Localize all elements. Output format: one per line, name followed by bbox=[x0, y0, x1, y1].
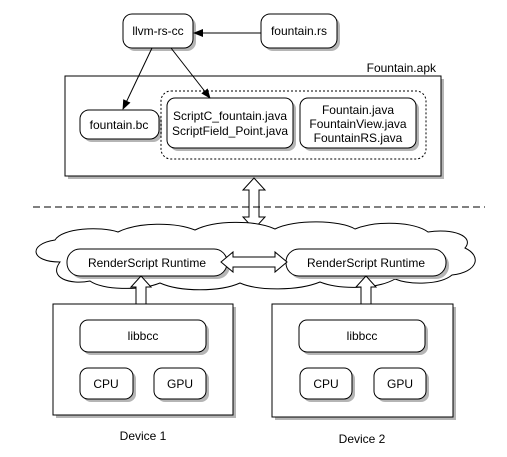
runtime-right-label: RenderScript Runtime bbox=[307, 256, 425, 270]
runtime-right-node: RenderScript Runtime bbox=[285, 248, 449, 279]
device-1: libbcc CPU GPU bbox=[52, 303, 236, 418]
libbcc-node: libbcc bbox=[298, 319, 428, 355]
runtime-left-node: RenderScript Runtime bbox=[66, 248, 230, 279]
gpu-node: GPU bbox=[373, 367, 429, 402]
runtime-sync-double-arrow bbox=[220, 250, 288, 274]
cpu-label: CPU bbox=[93, 377, 118, 391]
libbcc-label: libbcc bbox=[128, 329, 159, 343]
cpu-label: CPU bbox=[313, 377, 338, 391]
java-source-file: FountainRS.java bbox=[314, 131, 403, 145]
cpu-node: CPU bbox=[79, 367, 136, 402]
script-class-file: ScriptField_Point.java bbox=[172, 124, 288, 138]
device-2: libbcc CPU GPU bbox=[271, 303, 456, 420]
fountain-apk-package: Fountain.apk fountain.bc ScriptC_fountai… bbox=[64, 61, 444, 179]
apk-runtime-double-arrow bbox=[241, 177, 267, 230]
device-1-label: Device 1 bbox=[120, 429, 167, 443]
java-sources-node: Fountain.java FountainView.java Fountain… bbox=[299, 97, 419, 151]
llvm-rs-cc-node: llvm-rs-cc bbox=[122, 13, 196, 51]
fountain-bc-label: fountain.bc bbox=[90, 118, 149, 132]
fountain-bc-node: fountain.bc bbox=[79, 109, 162, 142]
llvm-rs-cc-label: llvm-rs-cc bbox=[132, 24, 183, 38]
gpu-label: GPU bbox=[167, 377, 193, 391]
cpu-node: CPU bbox=[299, 367, 355, 402]
fountain-rs-label: fountain.rs bbox=[271, 24, 327, 38]
gpu-node: GPU bbox=[153, 367, 209, 402]
generated-java-group bbox=[160, 90, 427, 160]
fountain-rs-node: fountain.rs bbox=[260, 13, 340, 51]
runtime-left-label: RenderScript Runtime bbox=[88, 256, 206, 270]
arrow-compiler-to-script-classes bbox=[170, 47, 211, 99]
arrow-compiler-to-bc bbox=[122, 47, 153, 110]
gpu-label: GPU bbox=[387, 377, 413, 391]
script-classes-node: ScriptC_fountain.java ScriptField_Point.… bbox=[166, 97, 296, 151]
fountain-apk-label: Fountain.apk bbox=[367, 61, 437, 75]
libbcc-label: libbcc bbox=[347, 329, 378, 343]
java-source-file: FountainView.java bbox=[309, 117, 407, 131]
libbcc-node: libbcc bbox=[79, 319, 209, 355]
script-class-file: ScriptC_fountain.java bbox=[173, 109, 287, 123]
java-source-file: Fountain.java bbox=[322, 103, 394, 117]
runtime-cloud: RenderScript Runtime RenderScript Runtim… bbox=[35, 221, 476, 291]
device-2-label: Device 2 bbox=[339, 432, 386, 446]
